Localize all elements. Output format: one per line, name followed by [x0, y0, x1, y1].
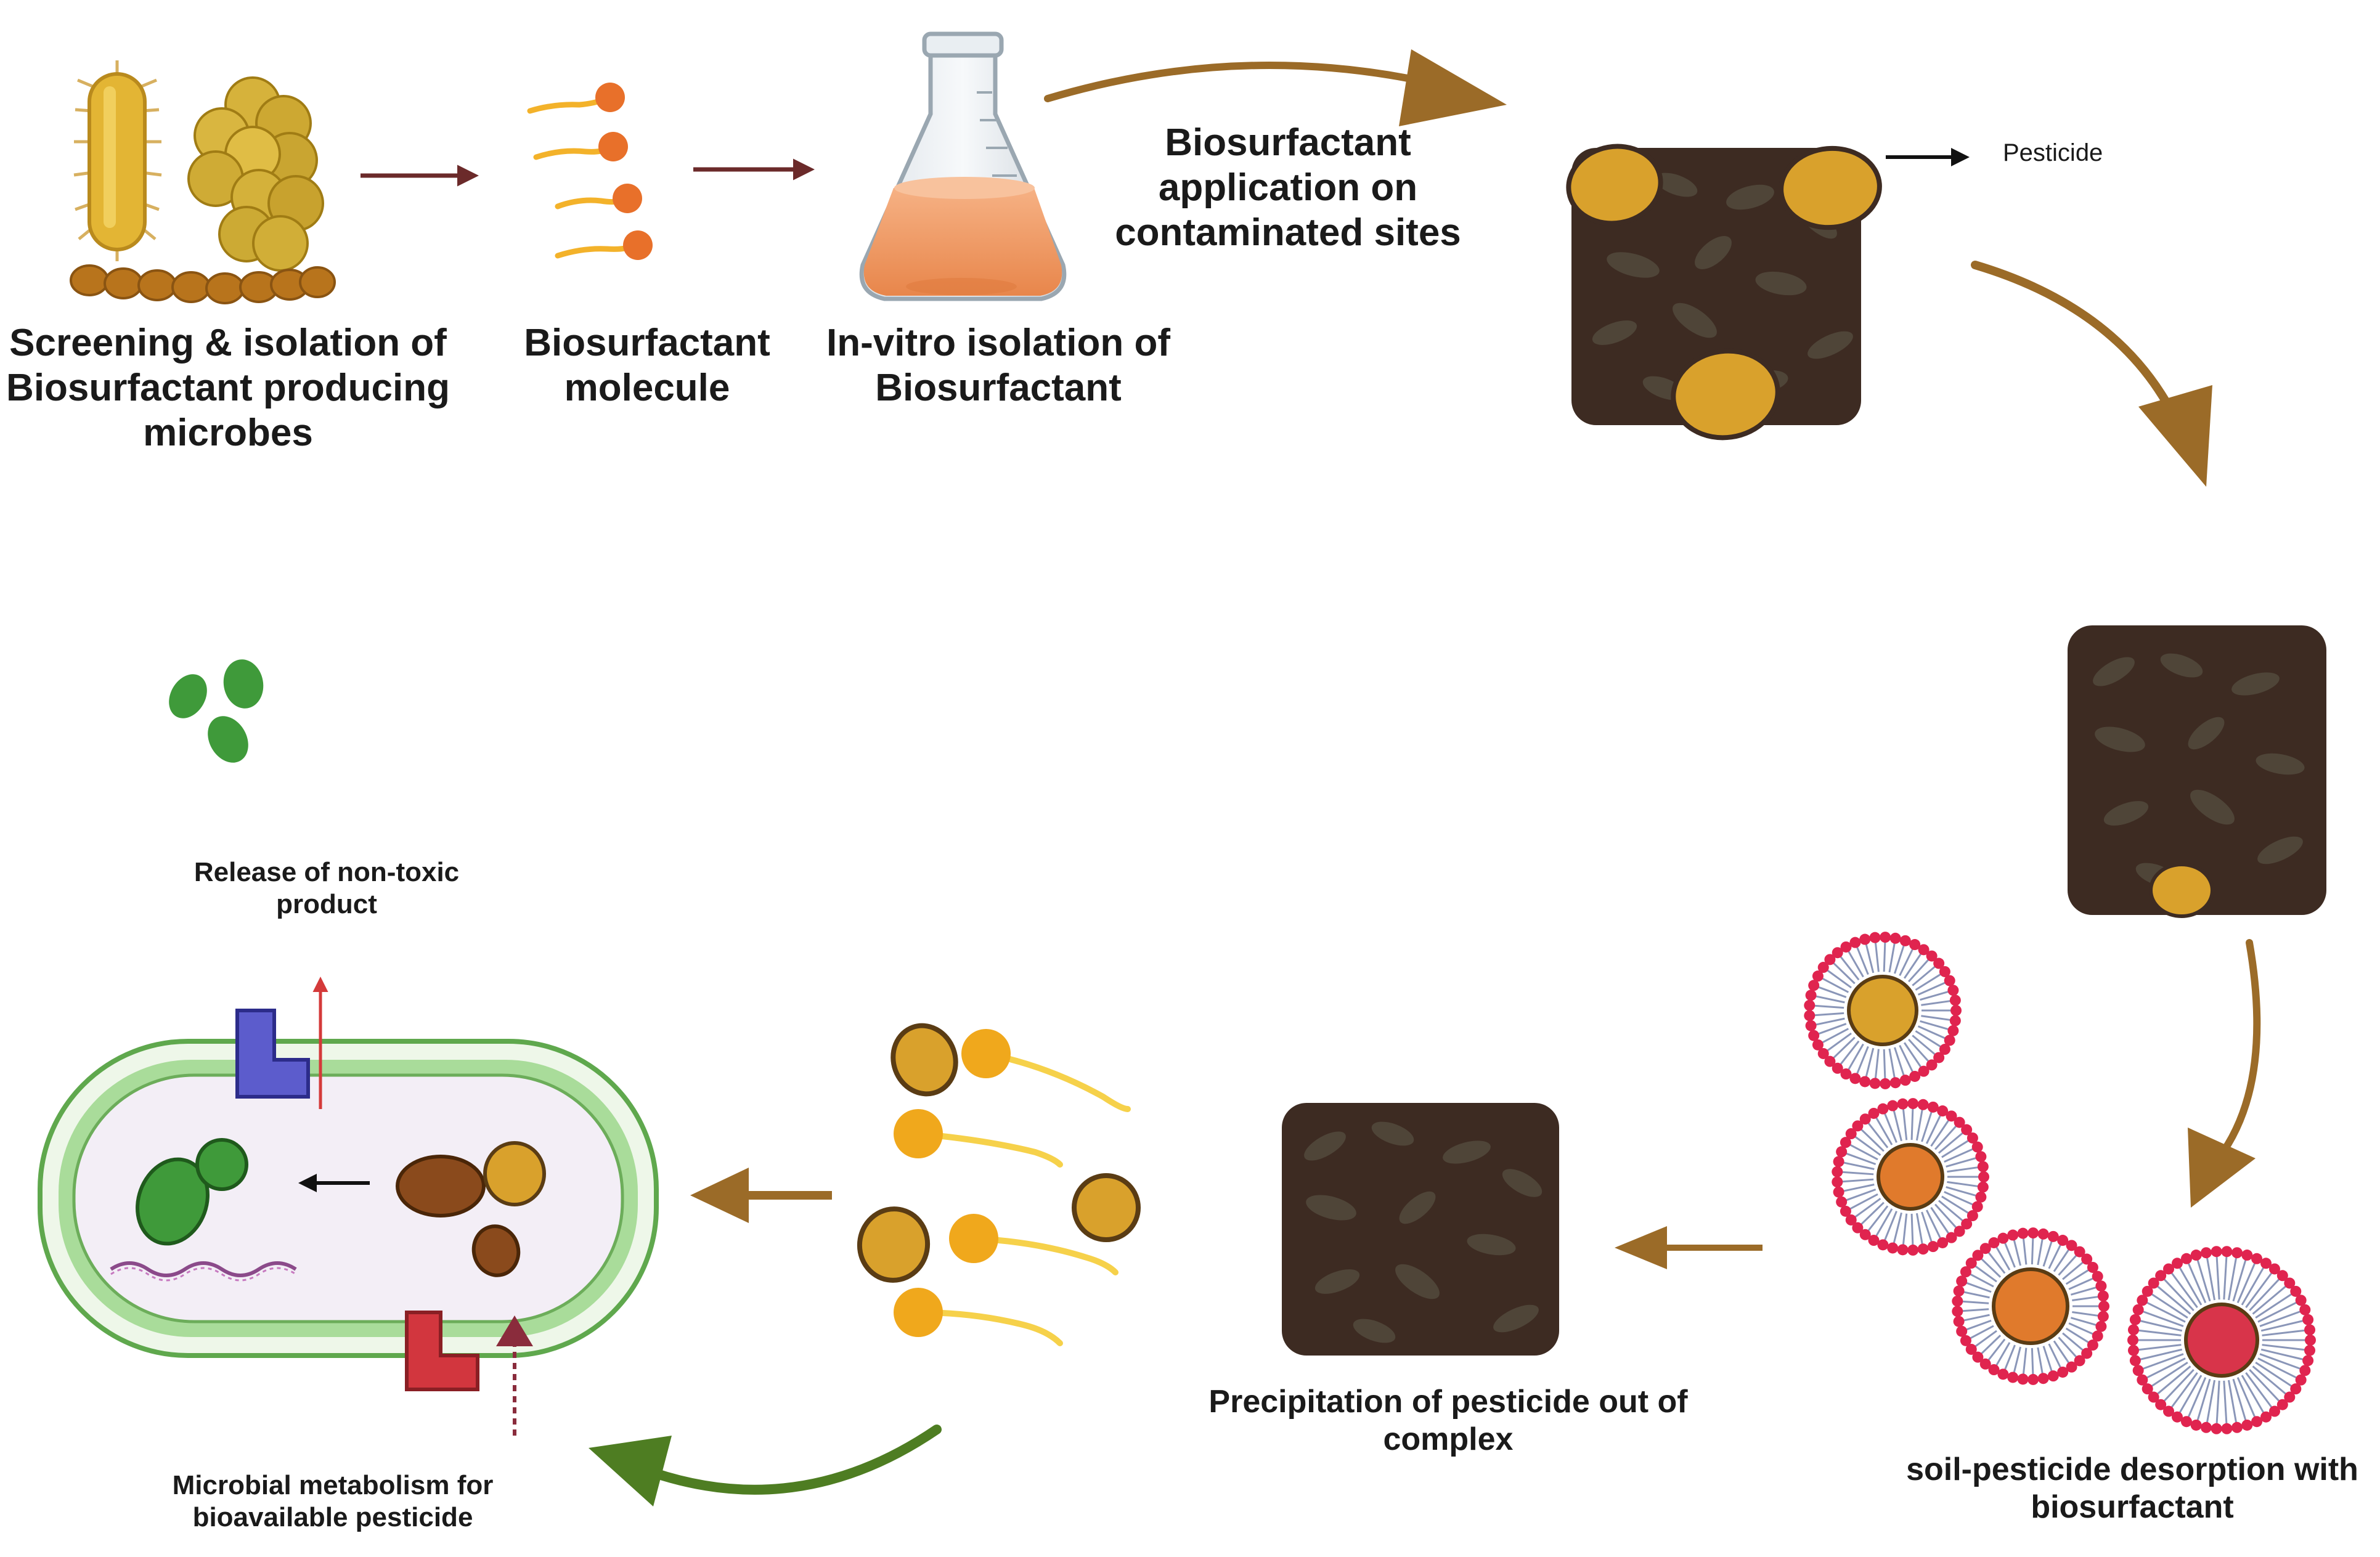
microbial-cell: [38, 1009, 659, 1391]
arrow-soil-to-micelles: [2215, 939, 2261, 1162]
green-curved-arrow: [648, 1425, 942, 1495]
uptake-arrow-head: [496, 1315, 533, 1346]
transporter-protein-red: [405, 1311, 479, 1391]
micelles-group: [1804, 932, 2316, 1434]
erlenmeyer-flask-icon: [859, 31, 1067, 301]
arrow-micelles-to-precipitation-head: [1615, 1226, 1667, 1269]
label-invitro-isolation: In-vitro isolation of Biosurfactant: [826, 322, 1170, 410]
micelle-1: [1804, 932, 1962, 1089]
non-toxic-product-icons: [169, 659, 264, 763]
arrow-soil-to-soil-head: [2138, 385, 2212, 487]
micelle-2: [1832, 1098, 1989, 1256]
micelle-4: [2127, 1246, 2316, 1434]
label-biosurfactant-application: Biosurfactant application on contaminate…: [1115, 121, 1461, 254]
label-microbial-metabolism: Microbial metabolism for bioavailable pe…: [172, 1470, 494, 1532]
pesticide-droplet: [2149, 863, 2214, 918]
streptococcus-chain-icon: [70, 264, 336, 304]
label-soil-pesticide-desorption: soil-pesticide desorption with biosurfac…: [1906, 1452, 2358, 1526]
dna-strand: [110, 1261, 297, 1277]
arrow-flask-to-soil-head: [1399, 49, 1507, 126]
biosurfactant-molecule-icons: [527, 83, 653, 260]
transporter-protein-blue: [235, 1009, 310, 1099]
microbes-cluster: [70, 60, 336, 304]
coccus-cluster-icon: [187, 76, 324, 272]
pesticide-droplets: [1566, 144, 1882, 441]
contaminated-soil-block: [1566, 144, 1882, 441]
label-biosurfactant-molecule: Biosurfactant molecule: [524, 322, 770, 410]
label-pesticide: Pesticide: [2003, 139, 2103, 166]
label-screening: Screening & isolation of Biosurfactant p…: [6, 322, 450, 455]
arrow-soil-to-micelles-head: [2188, 1128, 2256, 1208]
bioavailable-pesticide-group: [857, 1023, 1141, 1346]
green-curved-arrow-head: [589, 1436, 672, 1506]
rod-bacterium-icon: [73, 60, 162, 261]
label-release-non-toxic: Release of non-toxic product: [194, 857, 460, 919]
arrow-to-cell-head: [690, 1168, 749, 1223]
arrow-soil-to-soil: [1971, 261, 2180, 423]
soil-block-desorbed: [2068, 625, 2326, 918]
precipitated-soil-block: [1282, 1103, 1559, 1356]
label-precipitation: Precipitation of pesticide out of comple…: [1208, 1384, 1688, 1458]
arrow-flask-to-soil: [1044, 62, 1421, 102]
micelle-3: [1952, 1227, 2109, 1385]
